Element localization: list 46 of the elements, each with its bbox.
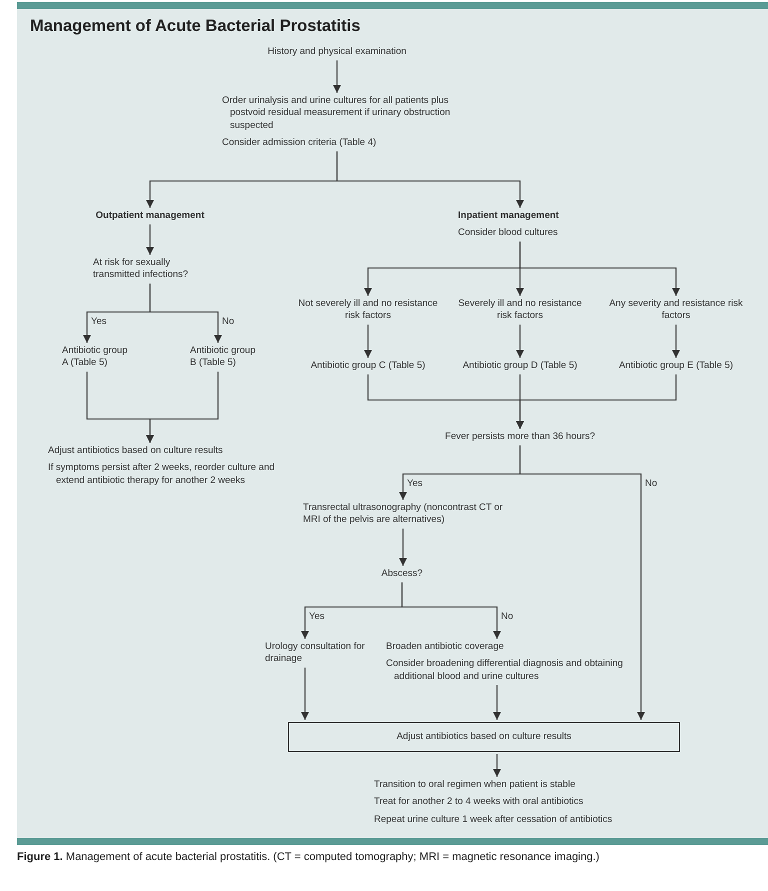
step-text: Broaden antibiotic coverage <box>386 641 505 654</box>
arrow <box>519 242 680 296</box>
step-text: Any severity and resistance risk factors <box>608 298 744 323</box>
step-text: Antibiotic group B (Table 5) <box>190 345 256 370</box>
arrow <box>146 224 154 255</box>
arrow <box>364 324 372 358</box>
step-text: If symptoms persist after 2 weeks, reorder culture and extend antibiotic therapy for another 2 weeks <box>48 462 276 488</box>
step-text: Antibiotic group C (Table 5) <box>310 360 426 372</box>
step-text: Repeat urine culture 1 week after cessation of antibiotics <box>374 814 614 826</box>
step-text: Urology consultation for drainage <box>265 641 366 666</box>
arrow <box>336 151 524 208</box>
arrow <box>519 445 645 720</box>
arrow <box>672 324 680 358</box>
diagram-title: Management of Acute Bacterial Prostatitis <box>30 16 360 37</box>
arrow <box>333 60 341 93</box>
step-text: Consider broadening differential diagnosis and obtaining additional blood and urine cultures <box>386 658 624 684</box>
arrow <box>149 284 222 343</box>
step-text: Consider admission criteria (Table 4) <box>222 137 378 150</box>
section-heading: Inpatient management <box>458 210 560 222</box>
section-heading: Outpatient management <box>94 210 206 222</box>
step-text: History and physical examination <box>266 46 408 58</box>
step-text: Antibiotic group A (Table 5) <box>62 345 128 370</box>
step-text: Consider blood cultures <box>458 227 559 240</box>
step-text: Transrectal ultrasonography (noncontrast CT or MRI of the pelvis are alternatives) <box>303 502 504 527</box>
arrow <box>516 374 677 429</box>
step-text: Adjust antibiotics based on culture results <box>48 445 224 458</box>
arrow <box>146 372 219 443</box>
step-text: At risk for sexually transmitted infections? <box>93 257 190 282</box>
arrow <box>516 324 524 358</box>
step-text: Fever persists more than 36 hours? <box>444 431 596 444</box>
step-text: Treat for another 2 to 4 weeks with oral antibiotics <box>374 796 584 809</box>
arrow <box>301 668 309 720</box>
arrow <box>401 582 501 639</box>
arrow <box>493 754 501 777</box>
step-text: Abscess? <box>380 568 424 580</box>
step-text: Order urinalysis and urine cultures for all patients plus postvoid residual measurement if urinary obstruction suspected <box>222 95 452 132</box>
arrow <box>493 685 501 720</box>
step-text: Adjust antibiotics based on culture results <box>396 730 572 744</box>
step-text: Transition to oral regimen when patient is stable <box>374 779 576 792</box>
arrow <box>399 528 407 566</box>
figure-caption: Figure 1. Management of acute bacterial prostatitis. (CT = computed tomography; MRI = magnetic resonance imaging.) <box>17 850 600 864</box>
step-text: Not severely ill and no resistance risk factors <box>297 298 439 323</box>
step-text: Severely ill and no resistance risk factors <box>457 298 583 323</box>
step-text: Antibiotic group E (Table 5) <box>618 360 734 372</box>
step-text: Antibiotic group D (Table 5) <box>462 360 578 372</box>
process-box <box>288 722 680 752</box>
